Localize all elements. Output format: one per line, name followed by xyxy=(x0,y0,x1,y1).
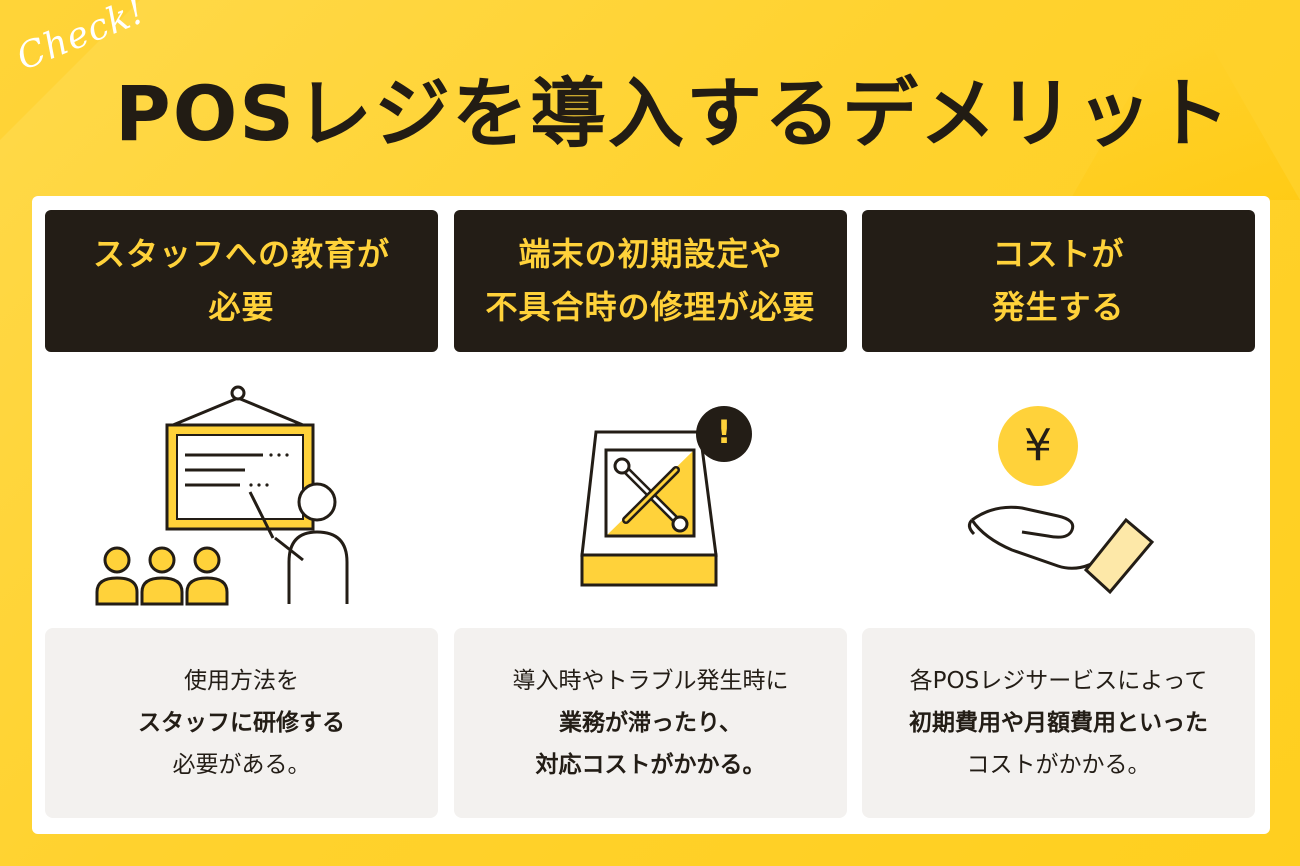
card-description: 使用方法を スタッフに研修する 必要がある。 xyxy=(45,628,438,818)
card-heading-line: 端末の初期設定や xyxy=(518,235,783,273)
card-staff-training: スタッフへの教育が 必要 xyxy=(45,210,438,818)
desc-line-bold: 業務が滞ったり、 xyxy=(558,710,743,736)
card-heading-line: スタッフへの教育が xyxy=(92,235,390,273)
cards-panel: スタッフへの教育が 必要 xyxy=(32,196,1270,834)
card-device-setup-repair: 端末の初期設定や 不具合時の修理が必要 xyxy=(454,210,847,818)
desc-line-bold: スタッフに研修する xyxy=(138,710,345,736)
card-heading-line: 必要 xyxy=(208,288,275,326)
desc-line-bold: 初期費用や月額費用といった xyxy=(909,710,1208,736)
page-title: POSレジを導入するデメリット xyxy=(115,69,1233,158)
card-heading-line: 不具合時の修理が必要 xyxy=(485,288,816,326)
yen-symbol: ¥ xyxy=(1024,420,1052,471)
teacher-presentation-icon xyxy=(45,370,438,620)
desc-line: 必要がある。 xyxy=(172,752,311,778)
card-heading: コストが 発生する xyxy=(862,210,1255,352)
card-description: 導入時やトラブル発生時に 業務が滞ったり、 対応コストがかかる。 xyxy=(454,628,847,818)
card-cost: コストが 発生する ¥ 各POSレジサービスによって 初期費用や月額費用といった… xyxy=(862,210,1255,818)
card-description: 各POSレジサービスによって 初期費用や月額費用といった コストがかかる。 xyxy=(862,628,1255,818)
card-heading: スタッフへの教育が 必要 xyxy=(45,210,438,352)
card-heading-line: 発生する xyxy=(992,288,1125,326)
desc-line: 使用方法を xyxy=(184,668,299,694)
alert-mark: ! xyxy=(716,413,732,451)
desc-line: 導入時やトラブル発生時に xyxy=(512,668,789,694)
desc-line: コストがかかる。 xyxy=(966,752,1151,778)
desc-line-bold: 対応コストがかかる。 xyxy=(535,752,766,778)
yen-coin-hand-icon: ¥ xyxy=(862,370,1255,620)
card-heading: 端末の初期設定や 不具合時の修理が必要 xyxy=(454,210,847,352)
desc-line: 各POSレジサービスによって xyxy=(909,668,1208,694)
background-corner-shape xyxy=(0,0,140,140)
device-repair-tools-icon: ! xyxy=(454,370,847,620)
card-heading-line: コストが xyxy=(992,235,1125,273)
